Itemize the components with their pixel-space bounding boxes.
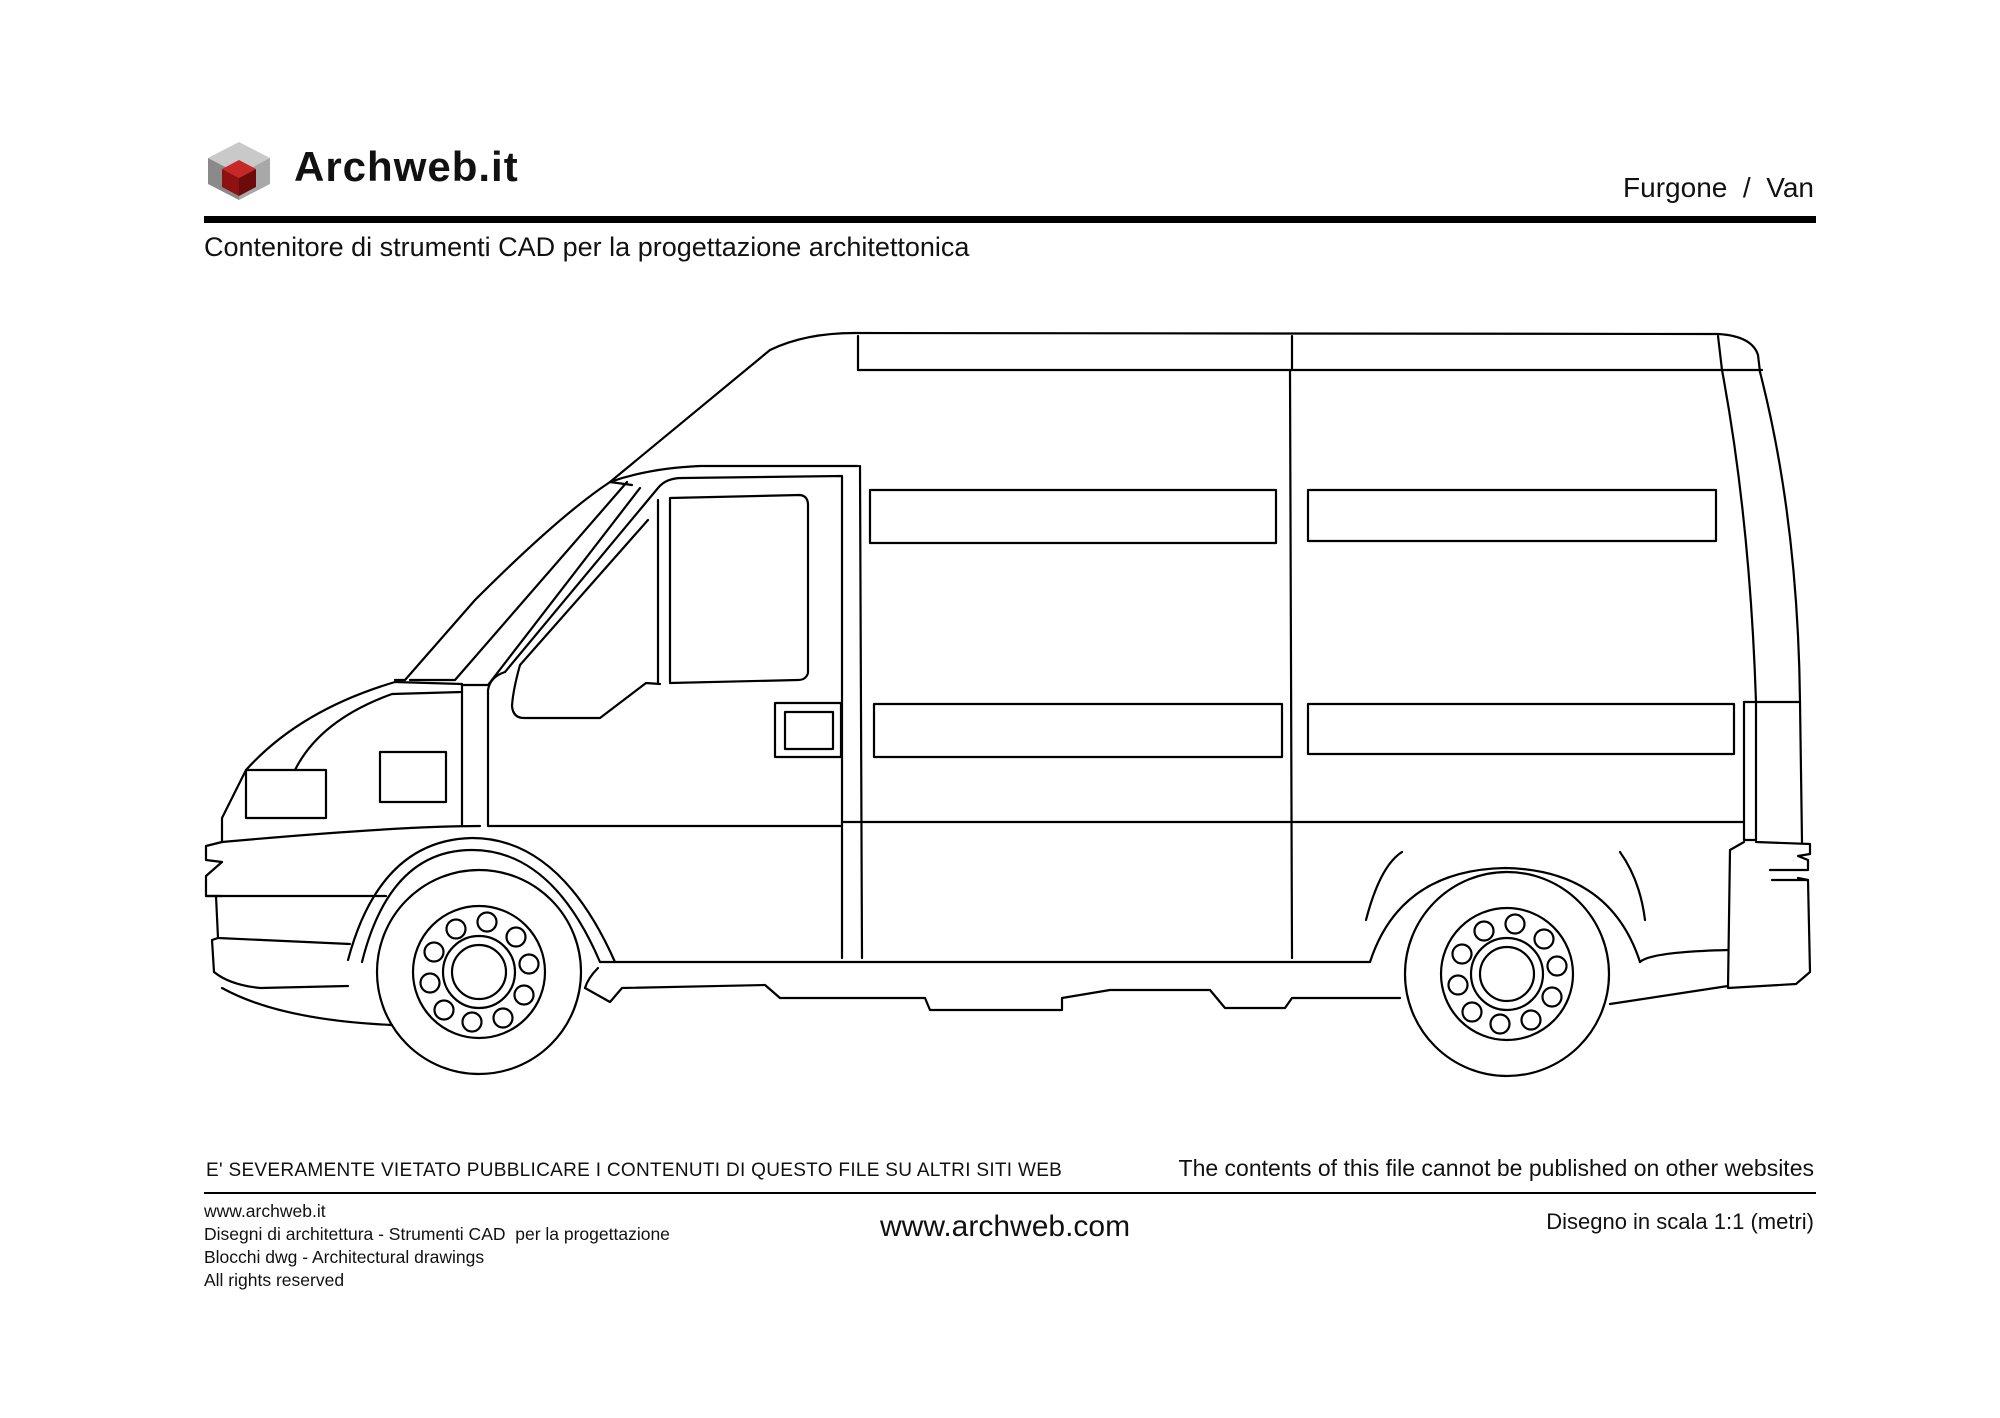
cab-door-window xyxy=(668,493,810,685)
van-roof xyxy=(608,331,1802,704)
header-divider xyxy=(204,216,1816,223)
door-handle xyxy=(783,710,835,751)
brand-name: Archweb.it xyxy=(294,143,519,190)
cab-door xyxy=(486,474,844,960)
footer-info: www.archweb.it Disegni di architettura -… xyxy=(204,1200,670,1292)
scale-note: Disegno in scala 1:1 (metri) xyxy=(1546,1209,1814,1234)
subtitle: Contenitore di strumenti CAD per la prog… xyxy=(204,232,970,262)
footer-line: www.archweb.it xyxy=(204,1201,326,1221)
side-indicator xyxy=(378,750,448,804)
title-english: Van xyxy=(1766,172,1814,203)
copyright-warning-italian: E' SEVERAMENTE VIETATO PUBBLICARE I CONT… xyxy=(206,1160,1063,1181)
cargo-stripe-front-upper xyxy=(868,488,1278,545)
cargo-stripe-rear-lower xyxy=(1306,702,1736,756)
title-separator: / xyxy=(1742,172,1751,203)
copyright-warning-english: The contents of this file cannot be publ… xyxy=(1178,1155,1814,1181)
rear-wheel-nuts xyxy=(1447,913,1568,1035)
headlight xyxy=(244,768,328,820)
website-link[interactable]: www.archweb.com xyxy=(880,1210,1131,1243)
footer-line: All rights reserved xyxy=(204,1270,345,1290)
front-bumper xyxy=(204,840,394,1027)
archweb-logo-icon xyxy=(208,142,270,200)
van-front-body xyxy=(220,680,482,844)
cab-windshield xyxy=(393,464,860,687)
footer-line: Blocchi dwg - Architectural drawings xyxy=(204,1247,485,1267)
cargo-stripe-front-lower xyxy=(872,702,1284,759)
cargo-body xyxy=(486,368,1804,960)
door-handle-frame xyxy=(773,701,843,759)
footer-line: Disegni di architettura - Strumenti CAD … xyxy=(204,1224,670,1244)
footer-divider xyxy=(204,1192,1816,1194)
front-wheel xyxy=(375,868,583,1076)
title-italian: Furgone xyxy=(1623,172,1728,203)
chassis-sill xyxy=(583,960,1730,1012)
rear-tail xyxy=(1726,840,1812,990)
rear-wheel xyxy=(1403,870,1611,1078)
cargo-stripe-rear-upper xyxy=(1306,488,1718,543)
front-wheel-nuts xyxy=(419,911,540,1033)
wheel-arches xyxy=(346,836,1730,964)
drawing-title: Furgone / Van xyxy=(1623,172,1814,204)
